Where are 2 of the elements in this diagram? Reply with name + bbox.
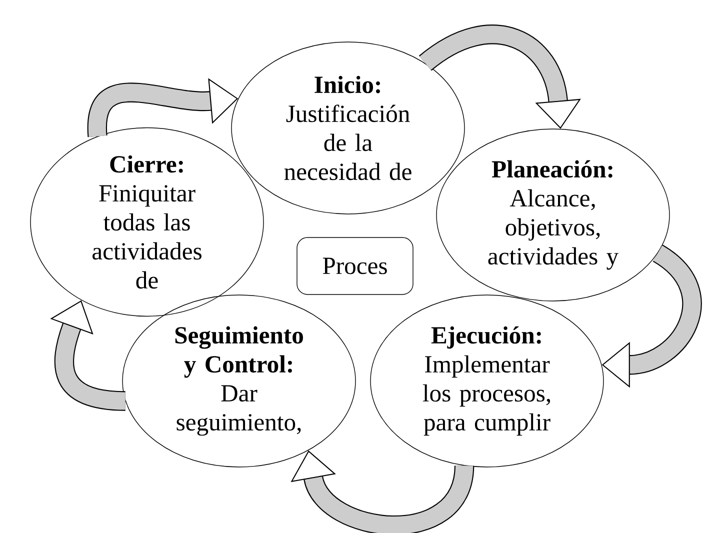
process-box: Proces: [296, 237, 414, 295]
curved-arrow: [419, 24, 581, 129]
